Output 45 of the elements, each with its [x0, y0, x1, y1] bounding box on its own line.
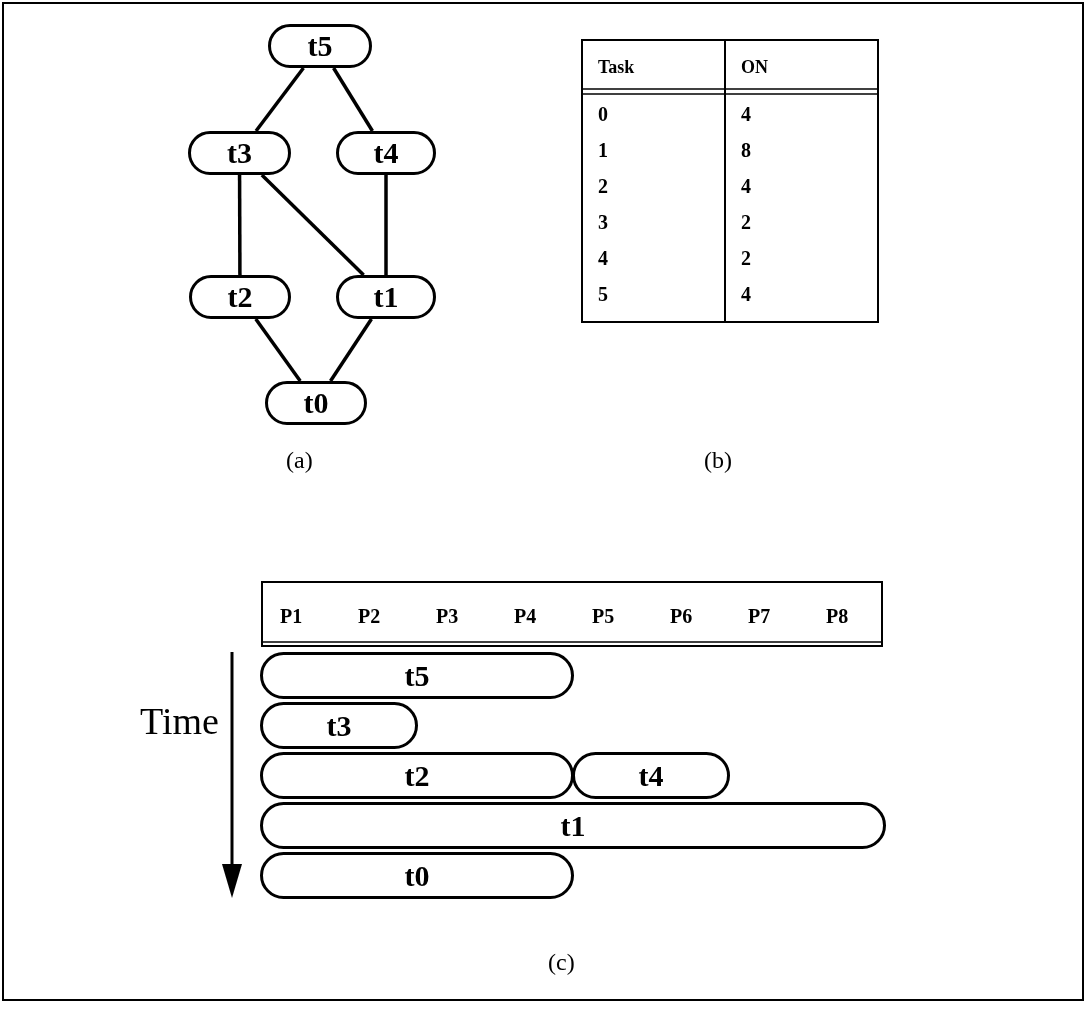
processor-label: P8: [826, 606, 849, 626]
column-header: ON: [741, 58, 768, 76]
task-number: 3: [598, 212, 608, 232]
column-header: Task: [598, 58, 635, 76]
task-node: t3: [188, 131, 291, 175]
processor-label: P5: [592, 606, 615, 626]
schedule-bar: t0: [260, 852, 574, 899]
task-node: t0: [265, 381, 367, 425]
panel-label: (a): [286, 448, 313, 472]
task-node: t2: [189, 275, 291, 319]
on-value: 2: [741, 248, 751, 268]
task-number: 4: [598, 248, 608, 268]
task-number: 0: [598, 104, 608, 124]
processor-label: P4: [514, 606, 537, 626]
task-number: 5: [598, 284, 608, 304]
schedule-bar: t5: [260, 652, 574, 699]
task-node: t5: [268, 24, 372, 68]
connector-line: [384, 175, 388, 275]
connector-line: [254, 66, 305, 133]
schedule-bar: t3: [260, 702, 418, 749]
connector-line: [329, 318, 373, 382]
axis-label: Time: [140, 702, 219, 740]
task-node: t1: [336, 275, 436, 319]
task-node: t4: [336, 131, 436, 175]
on-value: 4: [741, 176, 751, 196]
connector-line: [237, 175, 242, 275]
processor-label: P2: [358, 606, 381, 626]
on-value: 4: [741, 284, 751, 304]
task-number: 1: [598, 140, 608, 160]
processor-label: P3: [436, 606, 459, 626]
schedule-bar: t2: [260, 752, 574, 799]
panel-label: (b): [704, 448, 732, 472]
on-value: 8: [741, 140, 751, 160]
connector-line: [332, 67, 374, 132]
panel-label: (c): [548, 950, 575, 974]
processor-label: P7: [748, 606, 771, 626]
on-value: 4: [741, 104, 751, 124]
processor-label: P6: [670, 606, 693, 626]
schedule-bar: t1: [260, 802, 886, 849]
schedule-bar: t4: [572, 752, 730, 799]
connector-line: [254, 317, 302, 383]
processor-label: P1: [280, 606, 303, 626]
connector-line: [260, 173, 365, 277]
on-value: 2: [741, 212, 751, 232]
task-number: 2: [598, 176, 608, 196]
